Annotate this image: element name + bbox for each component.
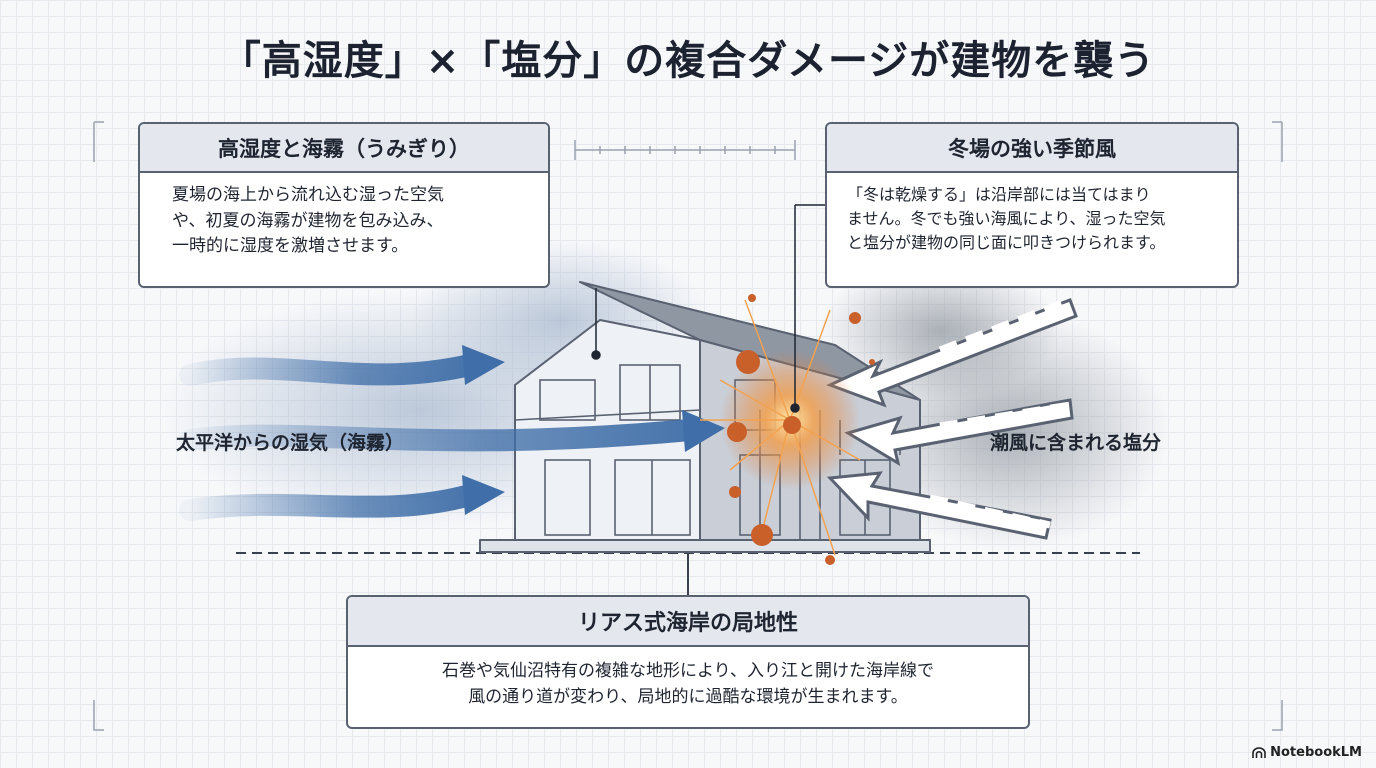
humidity-line: や、初夏の海霧が建物を包み込み、 (172, 210, 444, 231)
winter-wind-line: 「冬は乾燥する」は沿岸部には当てはまり (847, 185, 1151, 204)
moisture-label: 太平洋からの湿気（海霧） (176, 432, 405, 454)
moist-arrow-3 (179, 484, 481, 521)
winter-wind-line: と塩分が建物の同じ面に叩きつけられます。 (847, 233, 1166, 252)
winter-wind-info-box: 冬場の強い季節風 「冬は乾燥する」は沿岸部には当てはまり ません。冬でも強い海風… (825, 122, 1239, 288)
moist-arrow-1 (179, 354, 481, 386)
salt-wind-label: 潮風に含まれる塩分 (990, 432, 1162, 454)
winter-wind-heading: 冬場の強い季節風 (827, 124, 1237, 173)
brand-label: NotebookLM (1270, 745, 1362, 760)
humidity-line: 一時的に湿度を激増させます。 (172, 236, 409, 256)
notebooklm-logo-icon (1252, 746, 1266, 758)
ria-coast-info-box: リアス式海岸の局地性 石巻や気仙沼特有の複雑な地形により、入り江と開けた海岸線で… (346, 595, 1030, 729)
ria-coast-line: 石巻や気仙沼特有の複雑な地形により、入り江と開けた海岸線で (442, 661, 934, 681)
page-title: 「高湿度」×「塩分」の複合ダメージが建物を襲う (220, 38, 1156, 84)
ria-coast-line: 風の通り道が変わり、局地的に過酷な環境が生まれます。 (468, 686, 908, 707)
humidity-info-box: 高湿度と海霧（うみぎり） 夏場の海上から流れ込む湿った空気 や、初夏の海霧が建物… (138, 122, 550, 288)
moist-arrow-2 (179, 419, 701, 452)
humidity-heading: 高湿度と海霧（うみぎり） (140, 124, 548, 173)
humidity-line: 夏場の海上から流れ込む湿った空気 (172, 185, 444, 205)
winter-wind-line: ません。冬でも強い海風により、湿った空気 (847, 209, 1166, 228)
ria-coast-heading: リアス式海岸の局地性 (348, 597, 1028, 647)
notebooklm-brand: NotebookLM (1252, 745, 1362, 760)
